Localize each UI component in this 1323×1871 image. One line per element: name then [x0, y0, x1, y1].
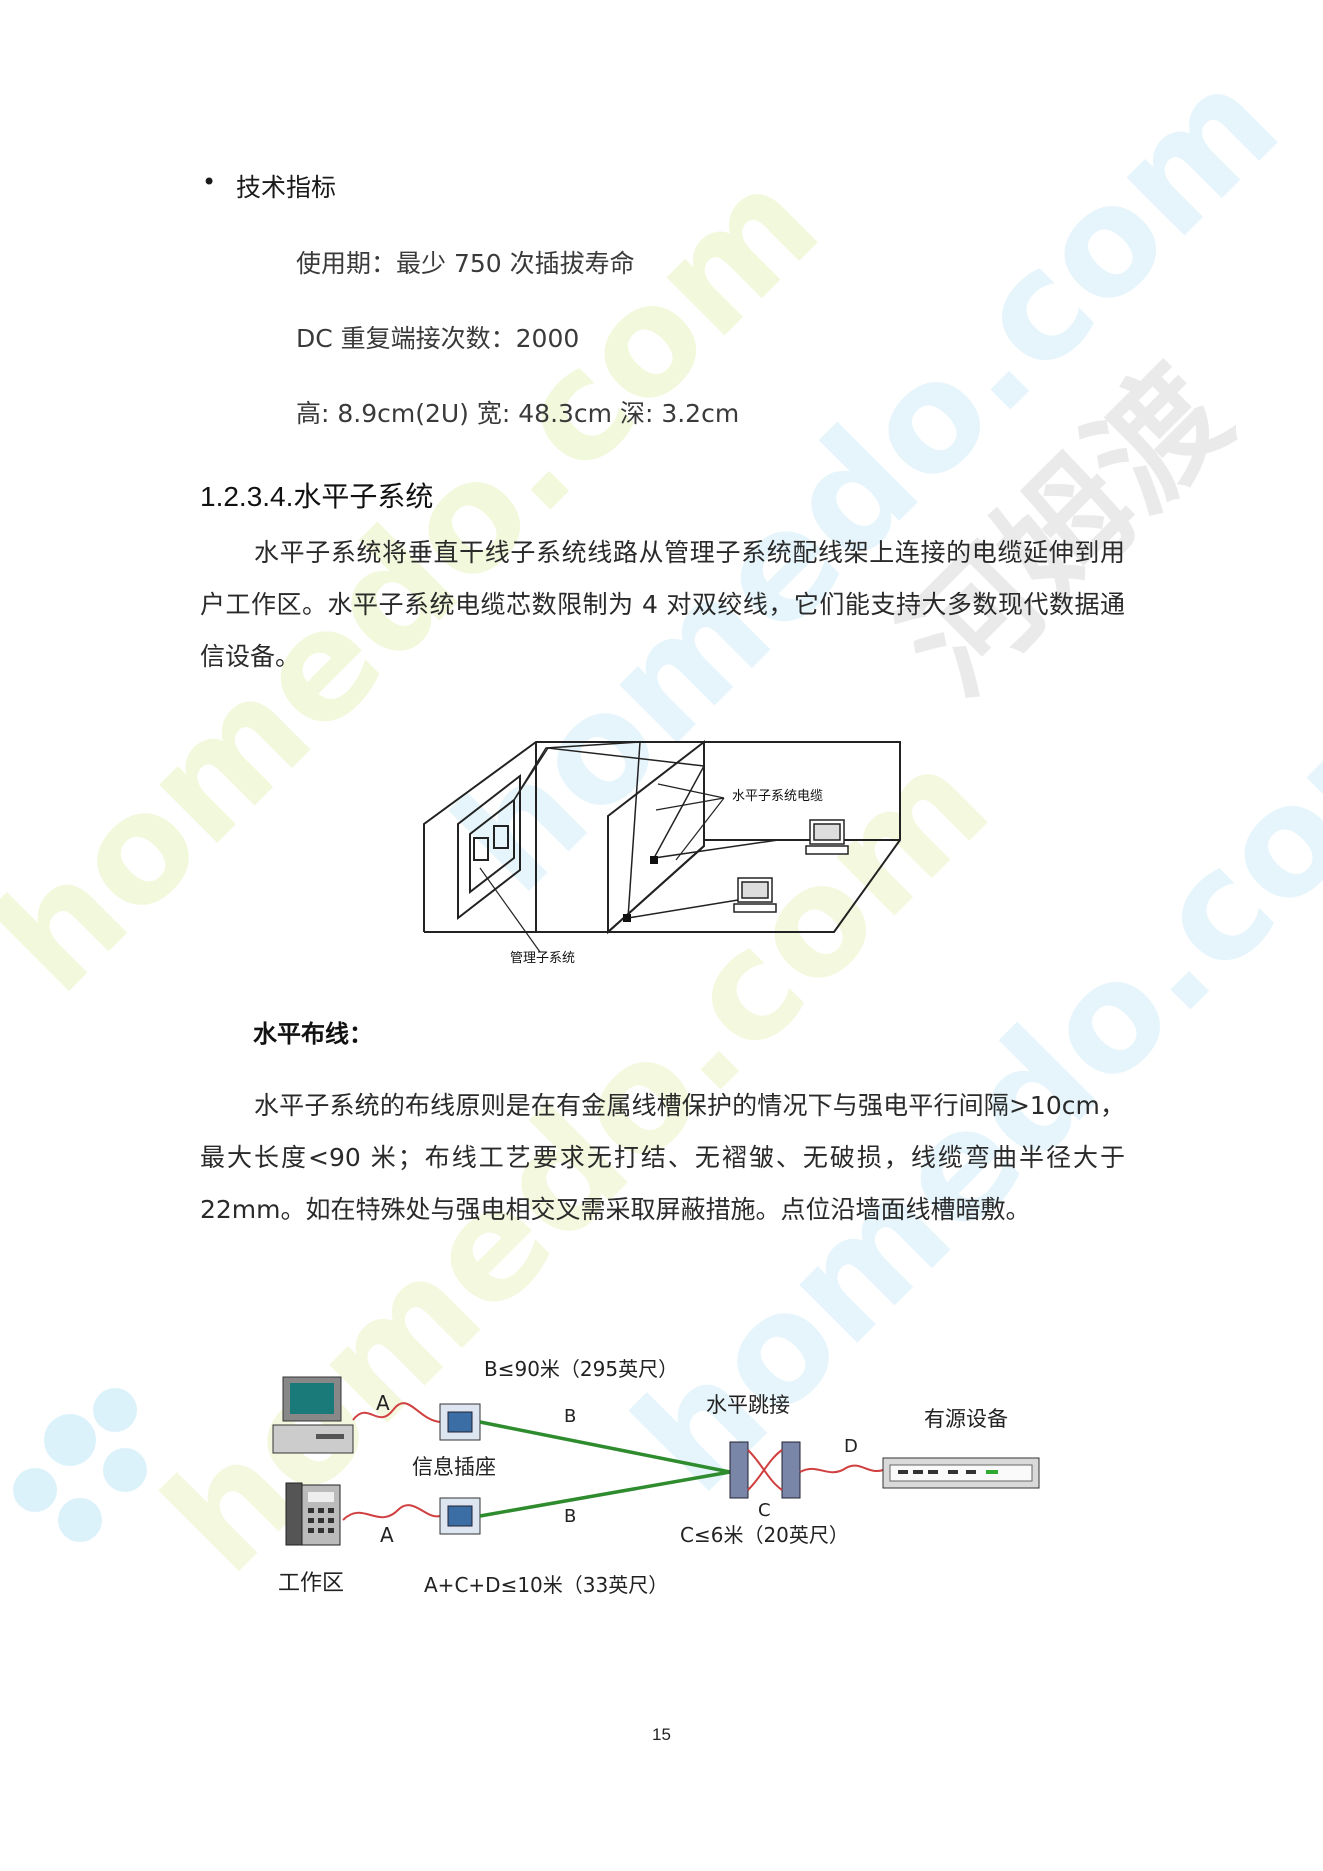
spec-terminations: DC 重复端接次数：2000: [296, 324, 580, 353]
label-active-device: 有源设备: [924, 1407, 1008, 1431]
info-outlet-jack-icon-2: [439, 1497, 481, 1535]
label-b-top: B: [564, 1406, 576, 1427]
section-heading: 1.2.3.4.水平子系统: [200, 481, 434, 512]
label-info-outlet: 信息插座: [412, 1455, 496, 1479]
bullet-title: 技术指标: [236, 173, 337, 202]
partition-wall: [607, 739, 705, 935]
spec-dimensions: 高: 8.9cm(2U) 宽: 48.3cm 深: 3.2cm: [296, 399, 740, 428]
cable-a-bottom: [342, 1504, 441, 1521]
label-management-subsystem: 管理子系统: [510, 951, 575, 966]
spec-lifetime: 使用期：最少 750 次插拔寿命: [296, 249, 635, 278]
label-c-limit: C≤6米（20英尺）: [680, 1523, 849, 1547]
info-outlet-jack-icon-1: [439, 1403, 481, 1441]
label-horizontal-patch: 水平跳接: [706, 1393, 790, 1417]
patch-panel-icon: [729, 1441, 801, 1499]
computer-icon-2: [733, 877, 777, 913]
page-number: 15: [652, 1725, 671, 1744]
figure-room-diagram: 水平子系统电缆 管理子系统: [423, 739, 901, 966]
label-b-bottom: B: [564, 1506, 576, 1527]
bullet-dot-icon: •: [202, 168, 217, 196]
computer-icon-1: [805, 819, 849, 855]
label-c: C: [758, 1500, 771, 1521]
label-work-area: 工作区: [278, 1571, 344, 1596]
watermark-flower-icon: [13, 1388, 147, 1542]
figure-cabling-diagram: B≤90米（295英尺） A A B B C D 信息插座 水平跳接 有源设备 …: [272, 1357, 1040, 1597]
label-b-limit: B≤90米（295英尺）: [484, 1357, 678, 1381]
cable-b-top: [479, 1420, 731, 1474]
label-horizontal-cable: 水平子系统电缆: [732, 788, 823, 804]
cable-d: [799, 1464, 884, 1474]
active-device-switch-icon: [882, 1457, 1040, 1489]
subheading-horizontal-cabling: 水平布线：: [253, 1019, 373, 1048]
cabling-paragraph: 水平子系统的布线原则是在有金属线槽保护的情况下与强电平行间隔>10cm，最大长度…: [200, 1091, 1125, 1224]
label-total-limit: A+C+D≤10米（33英尺）: [424, 1573, 668, 1597]
telephone-icon: [285, 1482, 341, 1546]
cable-a-top: [352, 1402, 441, 1423]
bullet-item: • 技术指标: [202, 168, 337, 204]
label-a-top: A: [376, 1391, 390, 1415]
management-panel: [457, 773, 521, 921]
wall-outlet-1: [650, 856, 658, 864]
intro-paragraph: 水平子系统将垂直干线子系统线路从管理子系统配线架上连接的电缆延伸到用户工作区。水…: [200, 538, 1125, 671]
cable-b-bottom: [479, 1470, 731, 1518]
room-left-outline: [423, 741, 704, 932]
wall-outlet-2: [623, 914, 631, 922]
label-d: D: [844, 1436, 858, 1457]
label-a-bottom: A: [380, 1523, 394, 1547]
workstation-computer-icon: [272, 1376, 354, 1454]
